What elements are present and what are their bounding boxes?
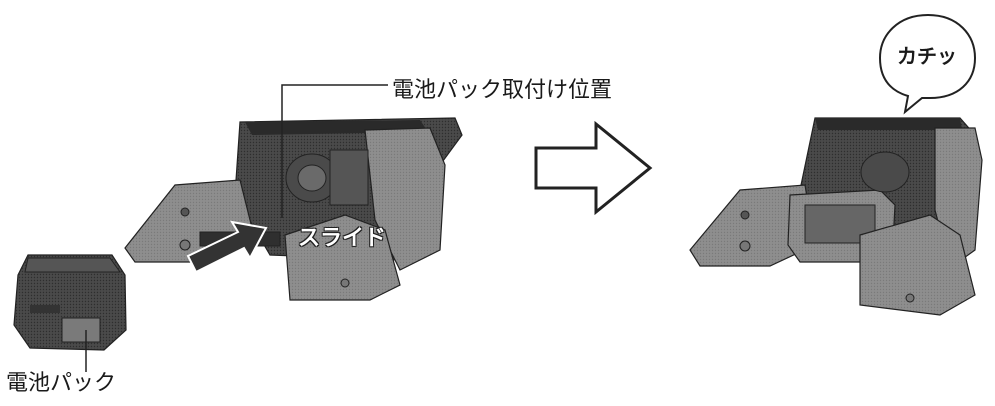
slide-label: スライド: [298, 226, 387, 251]
mount-position-label: 電池パック取付け位置: [392, 78, 613, 103]
right-arrow-icon: [534, 120, 653, 216]
battery-pack-label: 電池パック: [6, 371, 117, 396]
click-sound-label: カチッ: [897, 44, 957, 68]
leader-mount-position: [281, 84, 388, 218]
speech-bubble: [878, 13, 977, 115]
slide-arrow: [186, 220, 268, 274]
tool-housing-after: [689, 117, 983, 316]
tool-housing-before: [124, 117, 463, 301]
battery-pack: [13, 254, 127, 351]
